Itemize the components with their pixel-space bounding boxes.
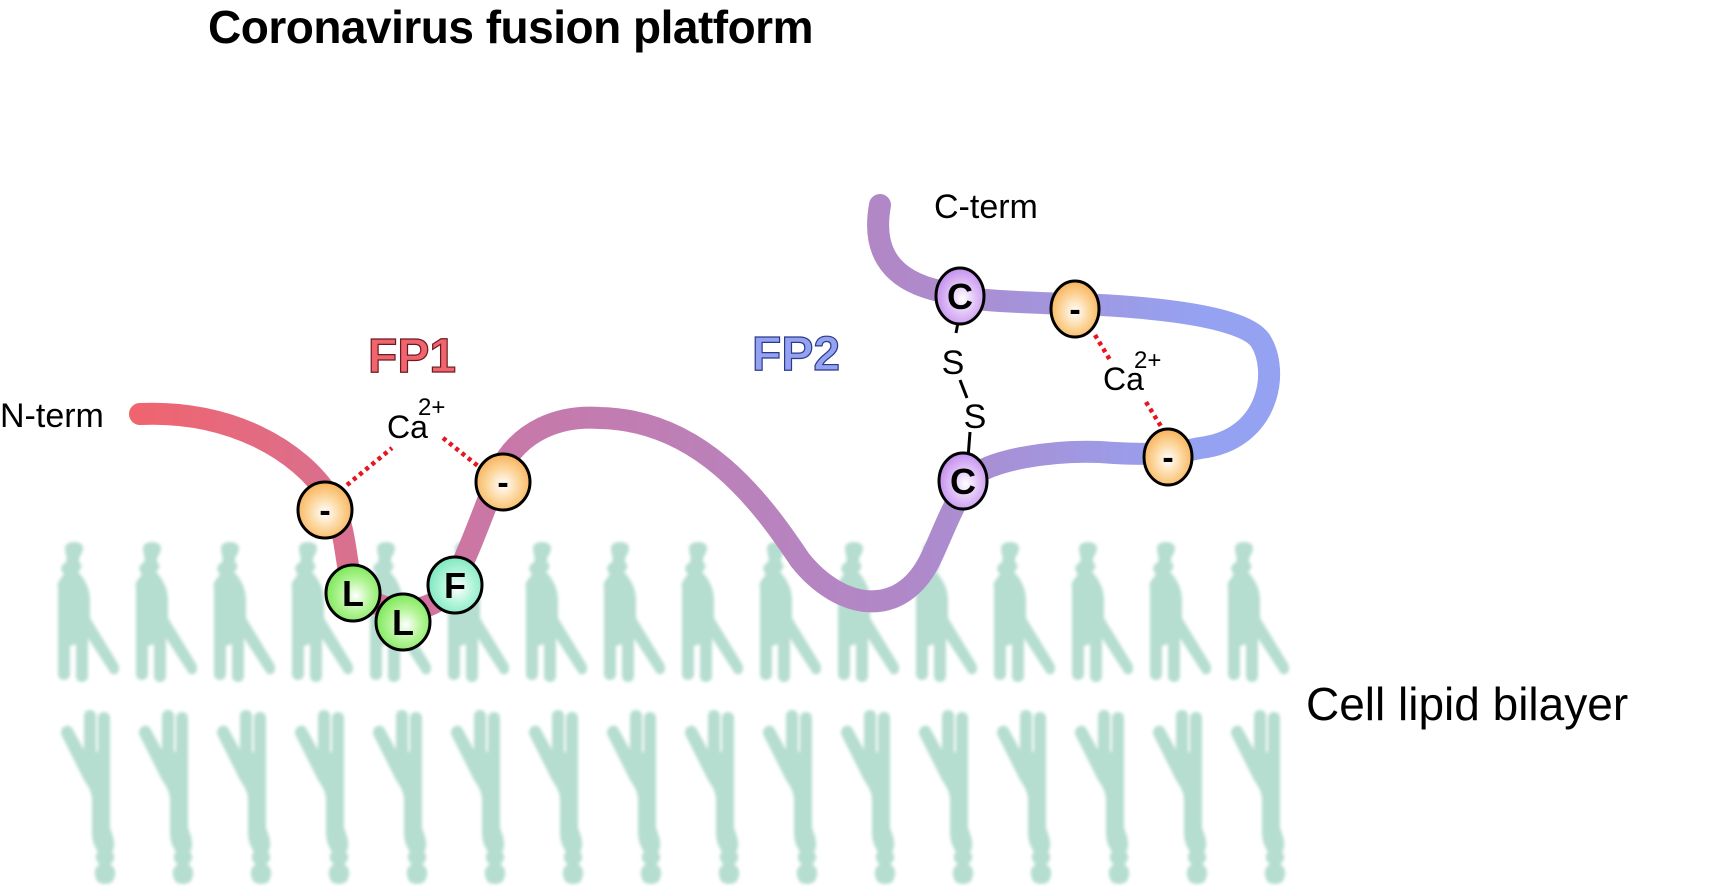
lipid-lower [607,710,661,884]
lipid-lower [373,710,427,884]
lipid-upper [526,542,587,682]
lipid-lower [1075,710,1129,884]
svg-text:C: C [950,461,976,502]
c-terminus-label: C-term [934,188,1038,226]
lipid-upper [1150,542,1211,682]
lipid-upper [1228,542,1289,682]
fp2-label: FP2 [752,328,840,381]
lipid-lower [919,710,973,884]
lipid-upper [604,542,665,682]
disulfide-bond [960,380,967,398]
lipid-upper [682,542,743,682]
lipid-lower [763,710,817,884]
svg-text:-: - [1162,439,1173,477]
calcium-bond [443,438,478,466]
calcium-charge: 2+ [1134,347,1161,374]
svg-text:L: L [342,573,364,614]
lipid-upper [136,542,197,682]
lipid-lower [139,710,193,884]
cysteine-residue: C [936,268,984,324]
lipid-lower [61,710,115,884]
lipid-lower [217,710,271,884]
lipid-upper [994,542,1055,682]
lipid-lower [1231,710,1285,884]
calcium-charge: 2+ [418,394,445,421]
svg-text:L: L [392,602,414,643]
fp1-label: FP1 [368,330,456,383]
anionic-residue: - [476,454,530,510]
calcium-bond [347,448,392,485]
leucine-residue: L [326,565,380,621]
cysteine-residue: C [939,453,987,509]
svg-text:F: F [444,565,466,606]
anionic-residue: - [1051,281,1099,337]
svg-text:-: - [319,492,330,530]
n-terminus-label: N-term [0,397,104,435]
svg-text:-: - [497,464,508,502]
phenylalanine-residue: F [428,557,482,613]
lipid-lower [685,710,739,884]
lipid-lower [841,710,895,884]
membrane-label: Cell lipid bilayer [1306,678,1628,730]
lipid-lower [295,710,349,884]
lipid-lower [997,710,1051,884]
leucine-residue: L [376,594,430,650]
lipid-lower [529,710,583,884]
svg-text:C: C [947,276,973,317]
sulfur-atom: S [964,398,987,436]
lipid-upper [1072,542,1133,682]
svg-text:-: - [1069,291,1080,329]
lipid-upper [58,542,119,682]
calcium-bond [1095,335,1110,360]
lipid-upper [214,542,275,682]
anionic-residue: - [1144,429,1192,485]
lipid-lower [1153,710,1207,884]
lower-leaflet [61,710,1285,884]
calcium-bond [1146,402,1162,428]
anionic-residue: - [298,482,352,538]
sulfur-atom: S [942,344,965,382]
lipid-lower [451,710,505,884]
upper-leaflet [58,542,1289,682]
